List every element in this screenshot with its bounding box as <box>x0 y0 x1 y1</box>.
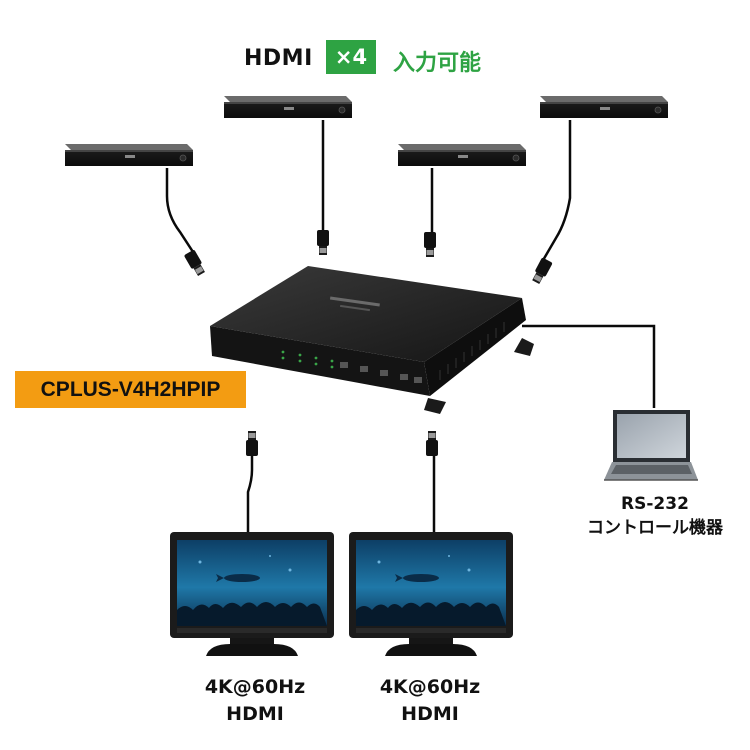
laptop-icon <box>604 410 698 481</box>
monitor-icon <box>170 532 334 656</box>
rs232-caption-line1: RS-232 <box>621 494 689 514</box>
output-2-caption: 4K@60Hz HDMI <box>350 674 510 728</box>
product-model-label: CPLUS-V4H2HPIP <box>15 371 246 408</box>
set-top-box-icon <box>539 95 669 119</box>
rs232-caption: RS-232 コントロール機器 <box>565 492 745 540</box>
output-1-interface: HDMI <box>226 703 284 725</box>
hdmi-cables <box>165 120 656 538</box>
output-2-interface: HDMI <box>401 703 459 725</box>
output-1-resolution: 4K@60Hz <box>204 676 306 698</box>
input-count-badge: ×4 <box>326 40 376 74</box>
set-top-box-icon <box>64 143 194 167</box>
output-2-resolution: 4K@60Hz <box>379 676 481 698</box>
cable-rs232 <box>522 324 656 408</box>
cable-input-1 <box>165 168 197 256</box>
set-top-box-icon <box>223 95 353 119</box>
rs232-caption-line2: コントロール機器 <box>587 518 723 538</box>
input-capability-text: 入力可能 <box>393 51 482 76</box>
output-1-caption: 4K@60Hz HDMI <box>175 674 335 728</box>
cable-input-4 <box>540 120 572 263</box>
matrix-switcher-icon <box>210 266 534 414</box>
monitor-icon <box>349 532 513 656</box>
input-type-label: HDMI <box>244 46 313 71</box>
cable-output-1 <box>246 448 254 538</box>
set-top-box-icon <box>397 143 527 167</box>
